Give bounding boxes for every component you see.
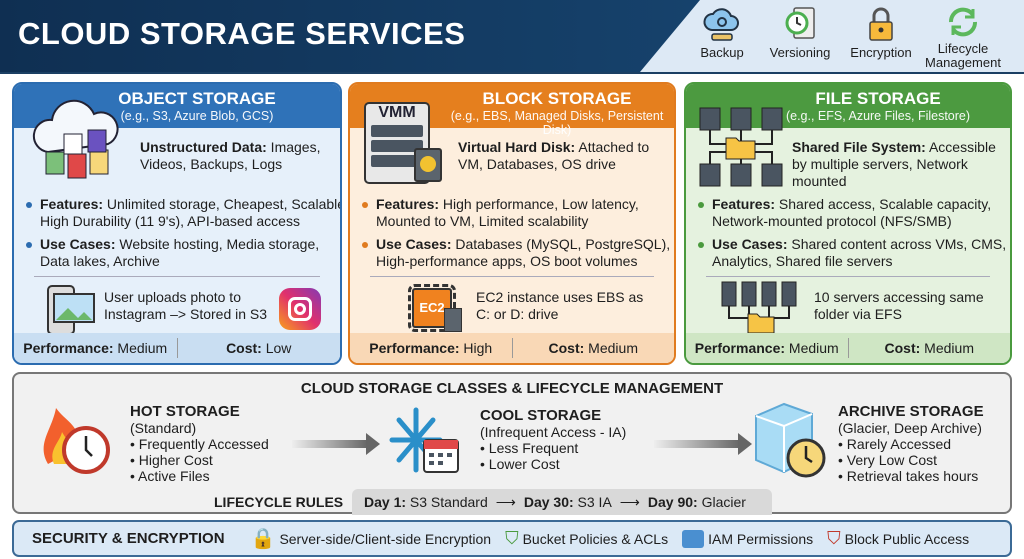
card-subtitle: (e.g., S3, Azure Blob, GCS) bbox=[120, 109, 274, 123]
feature-label: Encryption bbox=[850, 45, 912, 60]
shared-servers-folder-icon bbox=[699, 107, 783, 187]
security-title: SECURITY & ENCRYPTION bbox=[32, 530, 225, 547]
example-text: 10 servers accessing same folder via EFS bbox=[814, 289, 984, 322]
arrow-right-icon bbox=[654, 433, 752, 455]
versioning-icon bbox=[785, 7, 815, 39]
lifecycle-title: CLOUD STORAGE CLASSES & LIFECYCLE MANAGE… bbox=[300, 380, 724, 397]
feature-encryption: Encryption bbox=[841, 6, 921, 60]
header: CLOUD STORAGE SERVICES Backup Versioning… bbox=[0, 0, 1024, 74]
instagram-icon bbox=[279, 288, 321, 330]
card-footer: Performance: High Cost: Medium bbox=[350, 333, 674, 363]
features-item: Features: Shared access, Scalable capaci… bbox=[698, 196, 1010, 230]
card-footer: Performance: Medium Cost: Low bbox=[14, 333, 340, 363]
arrow-right-icon bbox=[292, 433, 380, 455]
features-item: Features: Unlimited storage, Cheapest, S… bbox=[26, 196, 340, 230]
performance-rating: Performance: Medium bbox=[23, 340, 168, 356]
hard-disk-icon bbox=[414, 148, 442, 182]
card-title: BLOCK STORAGE bbox=[482, 89, 632, 108]
card-header: FILE STORAGE (e.g., EFS, Azure Files, Fi… bbox=[686, 84, 1010, 128]
feature-backup: Backup bbox=[682, 6, 762, 60]
use-cases-item: Use Cases: Website hosting, Media storag… bbox=[26, 236, 340, 270]
file-storage-card: FILE STORAGE (e.g., EFS, Azure Files, Fi… bbox=[684, 82, 1012, 365]
card-bullets: Features: Shared access, Scalable capaci… bbox=[698, 196, 1010, 276]
shield-block-icon: ⛉ bbox=[827, 528, 841, 548]
card-bullets: Features: High performance, Low latency,… bbox=[362, 196, 674, 276]
security-item: ⛉Bucket Policies & ACLs bbox=[505, 528, 669, 548]
card-description: Shared File System: Accessible by multip… bbox=[792, 139, 996, 189]
use-cases-item: Use Cases: Shared content across VMs, CM… bbox=[698, 236, 1010, 270]
card-title: OBJECT STORAGE bbox=[118, 89, 276, 108]
performance-rating: Performance: Medium bbox=[694, 340, 839, 356]
cycle-icon bbox=[948, 7, 978, 37]
header-banner bbox=[0, 0, 700, 72]
use-cases-item: Use Cases: Databases (MySQL, PostgreSQL)… bbox=[362, 236, 674, 270]
rule-step: Day 1: S3 Standard bbox=[364, 494, 488, 510]
card-footer: Performance: Medium Cost: Medium bbox=[686, 333, 1010, 363]
servers-folder-icon bbox=[721, 281, 797, 334]
snowflake-calendar-icon bbox=[389, 407, 459, 473]
security-bar: SECURITY & ENCRYPTION 🔒Server-side/Clien… bbox=[12, 520, 1012, 557]
disk-icon bbox=[444, 308, 462, 332]
block-storage-card: BLOCK STORAGE (e.g., EBS, Managed Disks,… bbox=[348, 82, 676, 365]
shield-check-icon: ⛉ bbox=[505, 528, 519, 548]
performance-rating: Performance: High bbox=[369, 340, 493, 356]
cost-rating: Cost: Medium bbox=[884, 340, 974, 356]
hot-storage: HOT STORAGE(Standard) • Frequently Acces… bbox=[130, 403, 269, 485]
lifecycle-rules: Day 1: S3 Standard ⟶ Day 30: S3 IA ⟶ Day… bbox=[352, 489, 772, 515]
object-storage-card: OBJECT STORAGE (e.g., S3, Azure Blob, GC… bbox=[12, 82, 342, 365]
lock-shield-icon: 🔒 bbox=[250, 528, 276, 550]
example-text: EC2 instance uses EBS as C: or D: drive bbox=[476, 289, 644, 322]
card-description: Unstructured Data: Images, Videos, Backu… bbox=[140, 139, 321, 172]
feature-label: Lifecycle Management bbox=[925, 41, 1001, 70]
feature-versioning: Versioning bbox=[760, 6, 840, 60]
rule-step: Day 30: S3 IA bbox=[523, 494, 612, 510]
rule-step: Day 90: Glacier bbox=[647, 494, 746, 510]
arrow-icon: ⟶ bbox=[495, 493, 516, 510]
cool-storage: COOL STORAGE(Infrequent Access - IA) • L… bbox=[480, 407, 627, 473]
lifecycle-rules-label: LIFECYCLE RULES bbox=[214, 494, 344, 510]
card-bullets: Features: Unlimited storage, Cheapest, S… bbox=[26, 196, 340, 276]
card-description: Virtual Hard Disk: Attached to VM, Datab… bbox=[458, 139, 650, 172]
divider bbox=[706, 276, 990, 277]
card-subtitle: (e.g., EFS, Azure Files, Filestore) bbox=[785, 109, 971, 123]
card-subtitle: (e.g., EBS, Managed Disks, Persistent Di… bbox=[450, 109, 664, 137]
vmm-server-icon: VMM bbox=[364, 102, 442, 184]
security-item: IAM Permissions bbox=[682, 529, 813, 548]
id-badge-icon bbox=[682, 529, 705, 548]
arrow-icon: ⟶ bbox=[619, 493, 640, 510]
example-text: User uploads photo to Instagram –> Store… bbox=[104, 289, 268, 322]
feature-label: Versioning bbox=[769, 45, 831, 60]
fire-clock-icon bbox=[43, 408, 110, 474]
page-title: CLOUD STORAGE SERVICES bbox=[18, 16, 466, 51]
feature-label: Backup bbox=[700, 45, 744, 60]
cost-rating: Cost: Low bbox=[226, 340, 292, 356]
lock-icon bbox=[869, 7, 893, 41]
divider bbox=[370, 276, 654, 277]
tablet-photo-icon bbox=[47, 285, 95, 335]
archive-storage: ARCHIVE STORAGE(Glacier, Deep Archive) •… bbox=[838, 403, 984, 485]
card-title: FILE STORAGE bbox=[815, 89, 941, 108]
cloud-files-icon bbox=[32, 99, 119, 179]
security-item: ⛉Block Public Access bbox=[827, 528, 970, 548]
feature-lifecycle: Lifecycle Management bbox=[923, 6, 1003, 70]
divider bbox=[34, 276, 320, 277]
cost-rating: Cost: Medium bbox=[548, 340, 638, 356]
cloud-backup-icon bbox=[703, 8, 739, 41]
ice-clock-icon bbox=[755, 402, 826, 478]
lifecycle-panel: CLOUD STORAGE CLASSES & LIFECYCLE MANAGE… bbox=[12, 372, 1012, 515]
security-item: 🔒Server-side/Client-side Encryption bbox=[250, 528, 492, 550]
features-item: Features: High performance, Low latency,… bbox=[362, 196, 674, 230]
